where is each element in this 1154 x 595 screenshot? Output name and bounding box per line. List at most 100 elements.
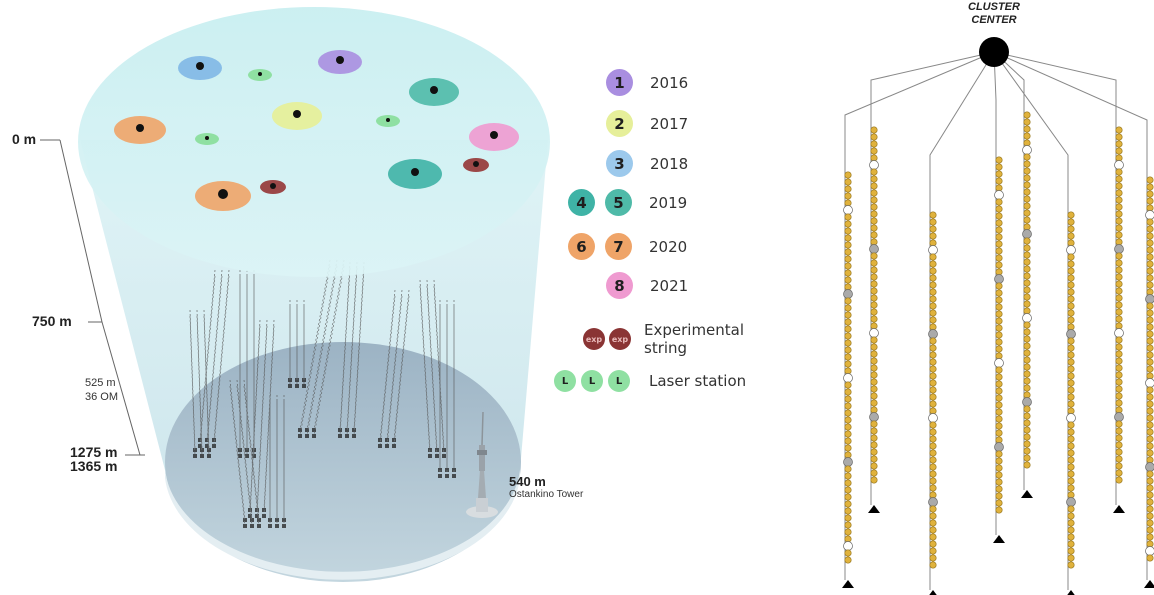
optical-module [929, 281, 937, 289]
string-anchor [345, 428, 349, 432]
experimental-label: Experimental [644, 321, 745, 339]
year-label: 2017 [650, 114, 689, 133]
optical-module [1067, 505, 1075, 513]
optical-module [1115, 308, 1123, 316]
optical-module [1146, 484, 1154, 492]
optical-module [1115, 224, 1123, 232]
optical-module [870, 392, 878, 400]
section-module [1022, 229, 1032, 239]
optical-module [844, 220, 852, 228]
cluster-badge: 5 [605, 189, 632, 216]
optical-module [844, 556, 852, 564]
optical-module [844, 528, 852, 536]
section-module [1114, 160, 1124, 170]
optical-module [870, 140, 878, 148]
optical-module [870, 308, 878, 316]
section-module [1066, 497, 1076, 507]
optical-module [995, 240, 1003, 248]
anchor-weight [842, 580, 854, 588]
optical-module [870, 385, 878, 393]
surface-hubs [136, 56, 498, 199]
optical-module [870, 476, 878, 484]
string-line [243, 379, 260, 521]
optical-module [1023, 349, 1031, 357]
cluster-badge: 2 [606, 110, 633, 137]
optical-module [929, 477, 937, 485]
optical-module [1115, 259, 1123, 267]
string-line [379, 295, 396, 447]
optical-module [1023, 447, 1031, 455]
string-line [299, 265, 331, 437]
optical-module [1067, 302, 1075, 310]
section-module [1145, 210, 1154, 220]
tower-name: Ostankino Tower [509, 489, 584, 500]
section-module [1114, 328, 1124, 338]
string-anchor [428, 454, 432, 458]
optical-module [995, 366, 1003, 374]
section-module [928, 245, 938, 255]
optical-module [1146, 428, 1154, 436]
string-anchor [312, 434, 316, 438]
optical-module [870, 273, 878, 281]
optical-module [929, 533, 937, 541]
string-anchor [200, 448, 204, 452]
section-module [994, 274, 1004, 284]
optical-module [1023, 188, 1031, 196]
optical-module [844, 409, 852, 417]
om-count-label: 36 OM [85, 391, 119, 403]
string-anchor [338, 428, 342, 432]
string-line [206, 275, 223, 447]
optical-module [1023, 258, 1031, 266]
string-line [346, 261, 358, 431]
optical-module [995, 226, 1003, 234]
string-line [236, 385, 253, 527]
optical-module [1146, 449, 1154, 457]
optical-module [995, 296, 1003, 304]
optical-module [995, 394, 1003, 402]
optical-module [1115, 217, 1123, 225]
laser-badge: L [608, 370, 630, 392]
optical-module [995, 457, 1003, 465]
section-module [1145, 546, 1154, 556]
optical-module [929, 526, 937, 534]
section-module [1114, 244, 1124, 254]
section-module [1022, 313, 1032, 323]
string-anchor [442, 454, 446, 458]
optical-module [844, 248, 852, 256]
optical-module [1146, 330, 1154, 338]
cluster-badge: 3 [606, 150, 633, 177]
optical-module [1146, 421, 1154, 429]
optical-module [1023, 244, 1031, 252]
optical-module [1115, 343, 1123, 351]
optical-module [1146, 505, 1154, 513]
detector-strings [189, 259, 456, 528]
string-anchor [243, 524, 247, 528]
optical-module [1067, 470, 1075, 478]
section-module [843, 541, 853, 551]
optical-module [1115, 133, 1123, 141]
optical-module [844, 304, 852, 312]
optical-module [870, 175, 878, 183]
optical-module [1115, 434, 1123, 442]
optical-module [1067, 288, 1075, 296]
optical-module [844, 178, 852, 186]
optical-module [1067, 267, 1075, 275]
optical-module [1067, 365, 1075, 373]
optical-module [844, 472, 852, 480]
section-module [843, 205, 853, 215]
optical-module [1115, 371, 1123, 379]
optical-module [1146, 512, 1154, 520]
optical-module [1146, 414, 1154, 422]
laser-badge: L [554, 370, 576, 392]
optical-module [929, 267, 937, 275]
optical-module [995, 317, 1003, 325]
string-line [203, 315, 210, 457]
optical-module [844, 325, 852, 333]
optical-module [1067, 316, 1075, 324]
optical-module [929, 463, 937, 471]
optical-module [929, 449, 937, 457]
optical-module [1023, 202, 1031, 210]
optical-module [1146, 442, 1154, 450]
optical-module [995, 282, 1003, 290]
optical-module [844, 416, 852, 424]
